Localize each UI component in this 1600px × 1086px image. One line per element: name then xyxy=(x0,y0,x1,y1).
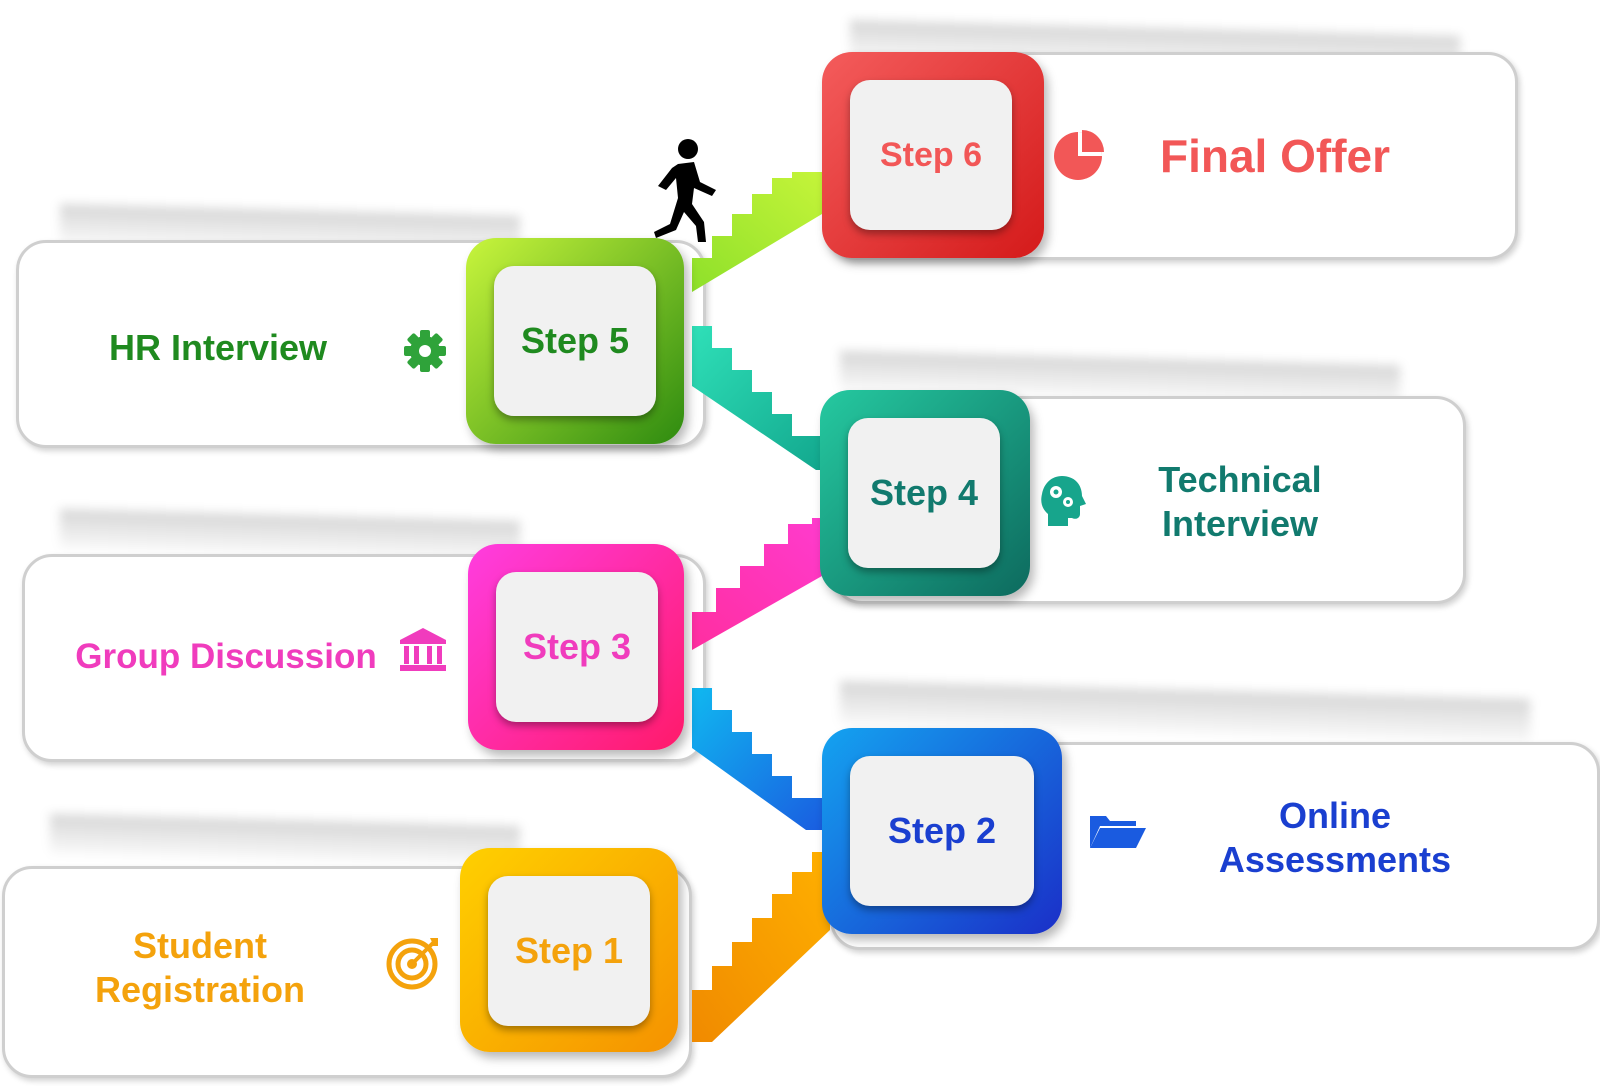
step-1-label: Step 1 xyxy=(488,876,650,1026)
final-offer-label: Final Offer xyxy=(1159,130,1391,182)
stair-1-2 xyxy=(692,852,830,1042)
step-6-tile: Step 6 xyxy=(822,52,1044,258)
online-assessments-line1: Online xyxy=(1278,795,1391,836)
stair-3-2 xyxy=(692,688,830,830)
technical-interview-label: Technical Interview xyxy=(1120,458,1360,546)
step-5-label: Step 5 xyxy=(494,266,656,416)
step-3-tile: Step 3 xyxy=(468,544,684,750)
hr-interview-label: HR Interview xyxy=(108,327,328,368)
student-registration-line1: Student xyxy=(133,925,267,966)
step-4-tile: Step 4 xyxy=(820,390,1030,596)
step-3-label: Step 3 xyxy=(496,572,658,722)
pie-chart-icon xyxy=(1054,130,1104,180)
technical-interview-line2: Interview xyxy=(1161,502,1319,544)
folder-icon xyxy=(1090,816,1146,848)
gear-icon xyxy=(404,330,446,372)
student-registration-line2: Registration xyxy=(94,968,306,1010)
technical-interview-line1: Technical xyxy=(1158,459,1322,500)
online-assessments-line2: Assessments xyxy=(1218,838,1452,880)
group-discussion-label: Group Discussion xyxy=(75,637,377,676)
step-2-label: Step 2 xyxy=(850,756,1034,906)
target-icon xyxy=(386,938,438,990)
head-gears-icon xyxy=(1041,476,1086,526)
walking-person-icon xyxy=(654,139,716,242)
step-5-tile: Step 5 xyxy=(466,238,684,444)
stair-3-4 xyxy=(692,518,836,650)
bank-icon xyxy=(400,628,446,671)
stair-5-6 xyxy=(692,172,832,292)
stair-5-4 xyxy=(692,326,834,470)
student-registration-label: Student Registration xyxy=(80,924,320,1012)
step-6-label: Step 6 xyxy=(850,80,1012,230)
step-2-tile: Step 2 xyxy=(822,728,1062,934)
step-4-label: Step 4 xyxy=(848,418,1000,568)
online-assessments-label: Online Assessments xyxy=(1210,794,1460,882)
step-1-tile: Step 1 xyxy=(460,848,678,1052)
